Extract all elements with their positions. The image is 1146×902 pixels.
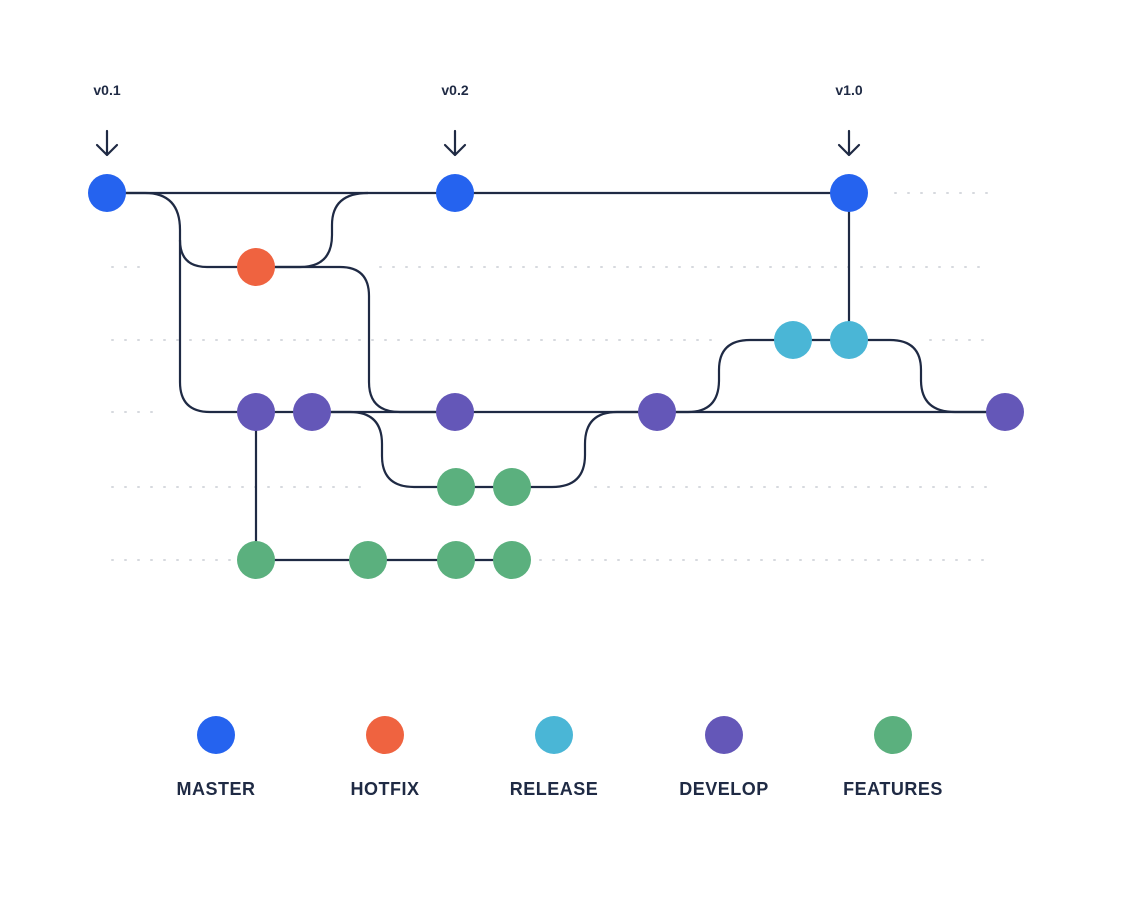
commit-node-develop	[986, 393, 1024, 431]
commit-node-feature	[437, 468, 475, 506]
legend-label-hotfix: HOTFIX	[351, 779, 420, 799]
legend-label-release: RELEASE	[510, 779, 599, 799]
tag-v0-1: v0.1	[93, 82, 121, 157]
hotfix-merge-develop	[256, 265, 455, 414]
release-merge-develop	[849, 338, 1005, 414]
legend: MASTER HOTFIX RELEASE DEVELOP FEATURES	[177, 716, 943, 799]
legend-item-develop: DEVELOP	[679, 716, 769, 799]
legend-item-hotfix: HOTFIX	[351, 716, 420, 799]
tag-v1-0: v1.0	[835, 82, 863, 157]
release-branch-out	[657, 338, 793, 414]
commit-node-develop	[293, 393, 331, 431]
commit-node-master	[830, 174, 868, 212]
legend-item-master: MASTER	[177, 716, 256, 799]
commit-node-release	[830, 321, 868, 359]
legend-swatch-release	[535, 716, 573, 754]
commit-nodes	[88, 174, 1024, 579]
legend-swatch-hotfix	[366, 716, 404, 754]
commit-node-develop	[436, 393, 474, 431]
legend-item-release: RELEASE	[510, 716, 599, 799]
commit-node-feature	[493, 468, 531, 506]
tag-v0-2: v0.2	[441, 82, 469, 157]
commit-node-master	[436, 174, 474, 212]
legend-label-features: FEATURES	[843, 779, 943, 799]
feature-a-merge	[512, 410, 657, 489]
version-tags: v0.1 v0.2 v1.0	[93, 82, 863, 157]
hotfix-merge-master	[256, 191, 369, 269]
commit-node-hotfix	[237, 248, 275, 286]
tag-label-v0-1: v0.1	[93, 82, 120, 98]
commit-node-release	[774, 321, 812, 359]
commit-node-develop	[638, 393, 676, 431]
legend-swatch-develop	[705, 716, 743, 754]
legend-label-master: MASTER	[177, 779, 256, 799]
legend-item-features: FEATURES	[843, 716, 943, 799]
commit-node-feature	[237, 541, 275, 579]
legend-label-develop: DEVELOP	[679, 779, 769, 799]
commit-node-master	[88, 174, 126, 212]
develop-branch-out	[178, 240, 256, 414]
legend-swatch-master	[197, 716, 235, 754]
tag-label-v1-0: v1.0	[835, 82, 862, 98]
hotfix-branch-out	[107, 191, 256, 269]
arrow-down-icon	[443, 129, 467, 157]
arrow-down-icon	[95, 129, 119, 157]
arrow-down-icon	[837, 129, 861, 157]
commit-node-develop	[237, 393, 275, 431]
lane-guides	[111, 192, 991, 561]
commit-node-feature	[349, 541, 387, 579]
commit-node-feature	[437, 541, 475, 579]
branch-lines	[107, 191, 1005, 562]
legend-swatch-features	[874, 716, 912, 754]
commit-node-feature	[493, 541, 531, 579]
tag-label-v0-2: v0.2	[441, 82, 468, 98]
feature-a-branch-out	[312, 410, 456, 489]
